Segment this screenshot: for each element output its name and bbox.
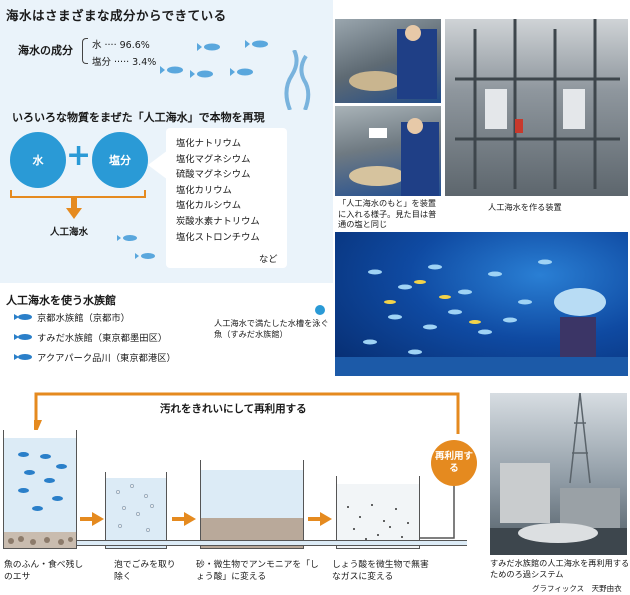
step-label: 泡でごみを取り除く xyxy=(114,560,176,582)
plus-icon: + xyxy=(66,138,92,173)
composition-salt: 塩分 ····· 3.4% xyxy=(92,57,157,68)
connecting-pipe xyxy=(77,540,467,546)
ingredients-box xyxy=(166,128,287,268)
fish-icon xyxy=(14,334,32,340)
salt-circle: 塩分 xyxy=(92,132,148,188)
ingredients-list: 塩化ナトリウム 塩化マグネシウム 硫酸マグネシウム 塩化カリウム 塩化カルシウム… xyxy=(176,136,260,245)
step-label: 砂・微生物でアンモニアを「しょう酸」に変える xyxy=(196,560,319,582)
artificial-heading: いろいろな物質をまぜた「人工海水」で本物を再現 xyxy=(12,111,265,124)
process-title: 汚れをきれいにして再利用する xyxy=(160,403,307,415)
ingredient-item: 炭酸水素ナトリウム xyxy=(176,215,260,227)
aquarium-list-title: 人工海水を使う水族館 xyxy=(6,294,116,307)
arrow-right-icon xyxy=(308,512,332,526)
ingredient-item: 塩化マグネシウム xyxy=(176,153,251,165)
main-title: 海水はさまざまな成分からできている xyxy=(6,8,227,23)
composition-brace xyxy=(82,38,88,64)
fish-icon xyxy=(14,354,32,360)
ingredients-etc: など xyxy=(259,254,278,265)
pointer-dot-icon xyxy=(315,305,325,315)
fish-school-icon xyxy=(160,40,268,78)
aquarium-item: 京都水族館（京都市） xyxy=(14,310,130,324)
caption-filtration-photo: すみだ水族館の人工海水を再利用するためのろ過システム xyxy=(490,558,630,579)
caption-salt-photo: 「人工海水のもと」を装置に入れる様子。見た目は普通の塩と同じ xyxy=(338,198,437,229)
ingredient-item: 塩化カルシウム xyxy=(176,200,242,212)
ingredient-item: 硫酸マグネシウム xyxy=(176,169,251,181)
step-label: 魚のふん・食べ残しのエサ xyxy=(4,560,84,582)
credit: グラフィックス 天野由衣 xyxy=(532,584,622,593)
tank-sand-filter xyxy=(200,460,304,549)
caption-device-photo: 人工海水を作る装置 xyxy=(488,202,562,212)
fish-pair-icon xyxy=(117,235,155,259)
composition-label: 海水の成分 xyxy=(18,44,73,57)
composition-water: 水 ···· 96.6% xyxy=(92,40,150,51)
water-circle: 水 xyxy=(10,132,66,188)
seawater-device-photo xyxy=(445,19,628,196)
tank-fish xyxy=(3,430,77,549)
combine-bracket xyxy=(10,190,146,198)
ingredient-item: 塩化ナトリウム xyxy=(176,138,242,149)
salt-loading-photo xyxy=(335,19,441,103)
arrow-right-icon xyxy=(80,512,104,526)
aquarium-item: すみだ水族館（東京都墨田区） xyxy=(14,330,167,344)
reuse-badge: 再利用する xyxy=(431,440,477,486)
fish-icon xyxy=(14,314,32,320)
salt-loading-photo-2 xyxy=(335,106,441,196)
tank-foam xyxy=(105,472,167,549)
arrow-down-icon xyxy=(66,197,82,219)
arrow-right-icon xyxy=(172,512,196,526)
caption-aquarium-photo: 人工海水で満たした水槽を泳ぐ魚（すみだ水族館） xyxy=(214,318,329,339)
ingredient-item: 塩化ストロンチウム xyxy=(176,231,260,243)
seaweed-icon xyxy=(284,50,311,110)
aquarium-photo xyxy=(335,232,628,376)
tank-denitrify xyxy=(336,476,420,549)
artificial-seawater-label: 人工海水 xyxy=(50,227,89,238)
aquarium-item: アクアパーク品川（東京都港区） xyxy=(14,350,176,364)
callout-pointer-icon xyxy=(148,150,168,180)
step-label: しょう酸を微生物で無害なガスに変える xyxy=(332,560,429,582)
ingredient-item: 塩化カリウム xyxy=(176,184,232,196)
filtration-system-photo xyxy=(490,393,627,555)
return-line xyxy=(420,486,455,539)
